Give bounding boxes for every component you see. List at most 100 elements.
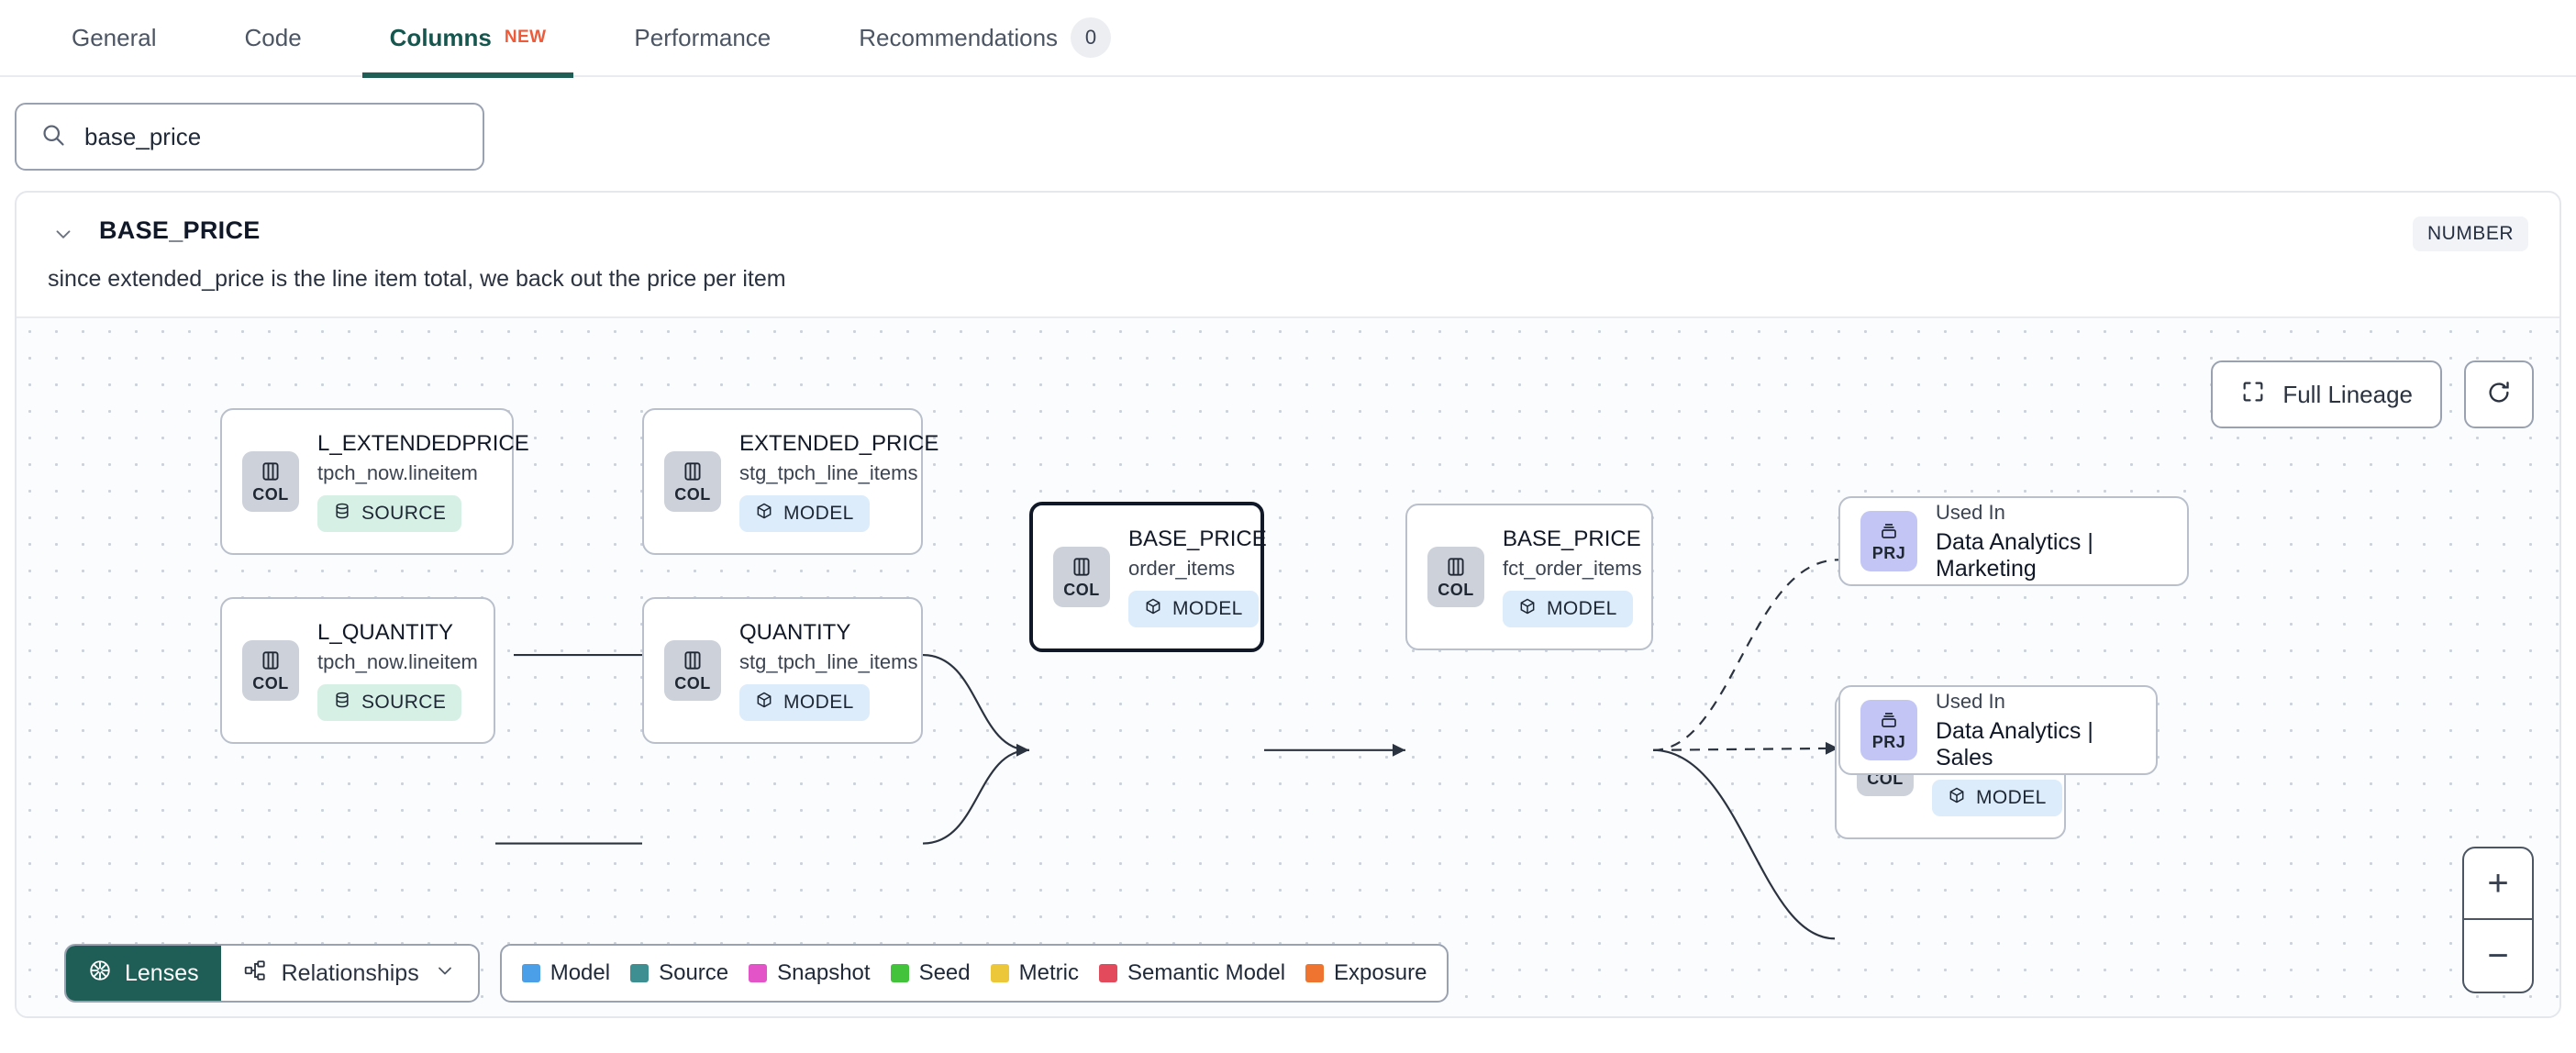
node-type-pill: MODEL — [739, 495, 870, 532]
lineage-node-extended-price[interactable]: COL EXTENDED_PRICE stg_tpch_line_items M… — [642, 408, 938, 555]
legend-item-metric: Metric — [990, 960, 1079, 986]
prj-kind-badge: PRJ — [1860, 511, 1917, 571]
lineage-node-quantity[interactable]: COL QUANTITY stg_tpch_line_items MODEL — [642, 597, 923, 744]
node-type-pill: MODEL — [1932, 780, 2062, 816]
tab-performance[interactable]: Performance — [606, 0, 798, 76]
zoom-in-button[interactable]: + — [2464, 848, 2532, 920]
node-title: BASE_PRICE — [1503, 526, 1641, 551]
legend-label: Seed — [918, 960, 971, 985]
cube-icon — [1518, 597, 1537, 621]
col-kind-label: COL — [1438, 580, 1474, 599]
legend-label: Snapshot — [777, 960, 871, 985]
lineage-canvas[interactable]: COL L_EXTENDEDPRICE tpch_now.lineitem SO… — [17, 316, 2559, 1016]
legend-item-seed: Seed — [890, 960, 971, 986]
lineage-node-project-marketing[interactable]: PRJ Used In Data Analytics | Marketing — [1838, 496, 2189, 586]
chevron-down-icon[interactable] — [48, 218, 79, 249]
refresh-button[interactable] — [2464, 360, 2534, 428]
column-header: BASE_PRICE NUMBER — [17, 193, 2559, 262]
tab-label: Recommendations — [859, 23, 1059, 51]
prj-kind-label: PRJ — [1871, 543, 1906, 562]
col-kind-badge: COL — [664, 451, 721, 512]
relationships-label: Relationships — [281, 959, 419, 986]
node-type-label: MODEL — [1547, 598, 1617, 619]
legend-swatch — [749, 964, 768, 982]
lineage-node-l-extendedprice[interactable]: COL L_EXTENDEDPRICE tpch_now.lineitem SO… — [220, 408, 529, 555]
legend-label: Model — [550, 960, 611, 985]
node-subtitle: stg_tpch_line_items — [739, 650, 918, 673]
node-type-pill: SOURCE — [317, 684, 462, 721]
tab-label: Performance — [634, 23, 772, 51]
node-type-label: MODEL — [1172, 598, 1243, 619]
tab-label: Columns — [389, 23, 492, 51]
tab-label: General — [72, 23, 157, 51]
search-box[interactable] — [15, 103, 484, 171]
node-used-in-label: Used In — [1936, 500, 2005, 524]
col-kind-badge: COL — [242, 640, 299, 701]
zoom-controls: + − — [2462, 847, 2534, 993]
tab-new-badge: NEW — [504, 28, 547, 47]
column-description: since extended_price is the line item to… — [48, 266, 786, 292]
search-icon — [40, 122, 66, 152]
node-subtitle: fct_order_items — [1503, 557, 1642, 580]
tab-general[interactable]: General — [44, 0, 184, 76]
node-subtitle: stg_tpch_line_items — [739, 461, 918, 484]
prj-kind-badge: PRJ — [1860, 700, 1917, 760]
col-kind-badge: COL — [242, 451, 299, 512]
node-project-name: Data Analytics | Marketing — [1936, 528, 2093, 582]
node-subtitle: order_items — [1128, 557, 1236, 580]
lineage-node-l-quantity[interactable]: COL L_QUANTITY tpch_now.lineitem SOURCE — [220, 597, 495, 744]
col-kind-label: COL — [1063, 580, 1100, 599]
col-kind-label: COL — [252, 673, 289, 693]
legend-item-source: Source — [630, 960, 728, 986]
col-kind-badge: COL — [1427, 547, 1484, 607]
cube-icon — [755, 691, 773, 715]
tab-code[interactable]: Code — [217, 0, 329, 76]
node-type-pill: SOURCE — [317, 495, 462, 532]
zoom-out-button[interactable]: − — [2487, 935, 2509, 976]
legend-swatch — [630, 964, 650, 982]
col-kind-label: COL — [674, 484, 711, 504]
refresh-icon — [2485, 379, 2513, 411]
legend-item-snapshot: Snapshot — [749, 960, 871, 986]
node-title: BASE_PRICE — [1128, 526, 1267, 551]
lineage-node-base-price-fct-order-items[interactable]: COL BASE_PRICE fct_order_items MODEL — [1405, 504, 1653, 650]
prj-kind-label: PRJ — [1871, 732, 1906, 751]
legend-item-semantic-model: Semantic Model — [1098, 960, 1286, 986]
node-title: QUANTITY — [739, 620, 851, 645]
full-lineage-label: Full Lineage — [2282, 380, 2413, 408]
graph-bottom-toolbar: Lenses Relationships — [64, 944, 1449, 1003]
legend-swatch — [1098, 964, 1117, 982]
relationships-icon — [243, 959, 267, 989]
page-title: BASE_PRICE — [99, 216, 261, 244]
chevron-down-icon — [434, 959, 456, 988]
node-type-label: MODEL — [1976, 787, 2047, 808]
legend-item-model: Model — [521, 960, 611, 986]
cube-icon — [1948, 786, 1966, 810]
full-lineage-button[interactable]: Full Lineage — [2211, 360, 2442, 428]
node-type-label: MODEL — [783, 692, 854, 713]
node-type-label: MODEL — [783, 503, 854, 524]
relationships-button[interactable]: Relationships — [221, 946, 478, 1001]
recommendations-count-badge: 0 — [1071, 17, 1112, 58]
legend-swatch — [1305, 964, 1325, 982]
node-project-name: Data Analytics | Sales — [1936, 717, 2093, 770]
tab-recommendations[interactable]: Recommendations 0 — [831, 0, 1138, 76]
tab-columns[interactable]: Columns NEW — [361, 0, 574, 78]
node-type-pill: MODEL — [1503, 591, 1633, 627]
lenses-button[interactable]: Lenses — [66, 946, 221, 1001]
lenses-label: Lenses — [125, 959, 199, 986]
legend-swatch — [990, 964, 1009, 982]
lineage-node-project-sales[interactable]: PRJ Used In Data Analytics | Sales — [1838, 685, 2158, 775]
col-kind-label: COL — [252, 484, 289, 504]
search-input[interactable] — [84, 122, 459, 151]
col-kind-badge: COL — [1053, 547, 1110, 607]
tab-bar: General Code Columns NEW Performance Rec… — [0, 0, 2576, 78]
legend-label: Semantic Model — [1127, 960, 1286, 985]
expand-icon — [2240, 379, 2266, 411]
lineage-node-base-price-order-items[interactable]: COL BASE_PRICE order_items MODEL — [1029, 502, 1267, 652]
column-panel: BASE_PRICE NUMBER since extended_price i… — [15, 191, 2561, 1018]
node-type-pill: MODEL — [1128, 591, 1259, 627]
legend-label: Source — [659, 960, 729, 985]
legend-swatch — [890, 964, 909, 982]
cube-icon — [755, 502, 773, 526]
